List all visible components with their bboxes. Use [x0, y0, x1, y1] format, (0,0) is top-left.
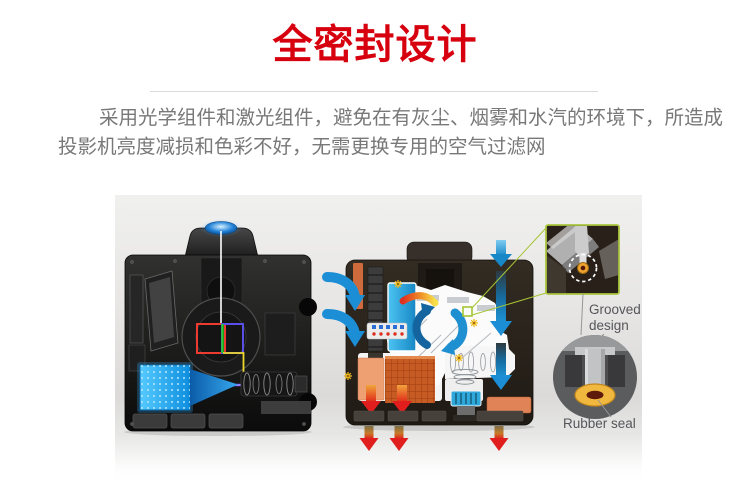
left-bottom-vents	[132, 401, 311, 429]
groove-callout-illustration	[547, 226, 618, 293]
groove-wall-left	[565, 355, 582, 387]
internal-circulation-arrows	[399, 292, 468, 355]
tongue-rib	[585, 349, 605, 385]
groove-callout-box	[545, 224, 620, 295]
seal-location-marker	[462, 306, 473, 317]
callout-connector-line	[580, 293, 584, 336]
light-funnel-cone	[190, 369, 238, 406]
callout-line-top	[471, 227, 547, 309]
lens-barrel-assembly	[240, 371, 308, 397]
callout-line-bottom	[471, 292, 547, 316]
bottom-vents	[353, 410, 524, 422]
title-divider	[150, 91, 598, 92]
description-paragraph: 采用光学组件和激光组件，避免在有灰尘、烟雾和水汽的环境下，所造成 投影机亮度减损…	[58, 104, 724, 162]
rubber-seal-label: Rubber seal	[563, 416, 636, 431]
groove-wall-right	[608, 355, 625, 387]
exhaust-arrows-bottom	[359, 426, 509, 451]
description-line-2: 投影机亮度减损和色彩不好，无需更换专用的空气过滤网	[58, 136, 546, 158]
rubber-label-pointer	[597, 399, 612, 418]
laser-diode-bank	[137, 362, 193, 413]
seal-cross-section-circle	[553, 335, 637, 419]
right-projector-airflow-view	[322, 227, 547, 451]
chassis-screws	[130, 259, 306, 426]
rubber-seal-hole	[586, 390, 604, 400]
heat-glow-arrows	[361, 385, 412, 414]
right-side-airflow-arrows	[490, 240, 512, 390]
projector-diagram	[124, 219, 637, 451]
page-title: 全密封设计	[272, 23, 478, 67]
exhaust-heatsink-block	[486, 396, 532, 414]
left-projector-xray-view	[124, 219, 317, 436]
description-line-1: 采用光学组件和激光组件，避免在有灰尘、烟雾和水汽的环境下，所造成	[99, 107, 724, 129]
color-mixer-block	[366, 322, 408, 340]
heatsink-assembly	[357, 356, 435, 403]
light-path-red	[196, 323, 226, 354]
hot-air-gradient-arrow	[399, 292, 439, 307]
dashed-focus-circle	[568, 253, 598, 283]
sealed-design-figure: Grooved design Rubber seal	[115, 195, 642, 482]
grooved-design-label: Grooved design	[589, 302, 641, 333]
cooling-fan-unit	[450, 368, 482, 421]
intake-airflow-arrows	[322, 272, 365, 347]
